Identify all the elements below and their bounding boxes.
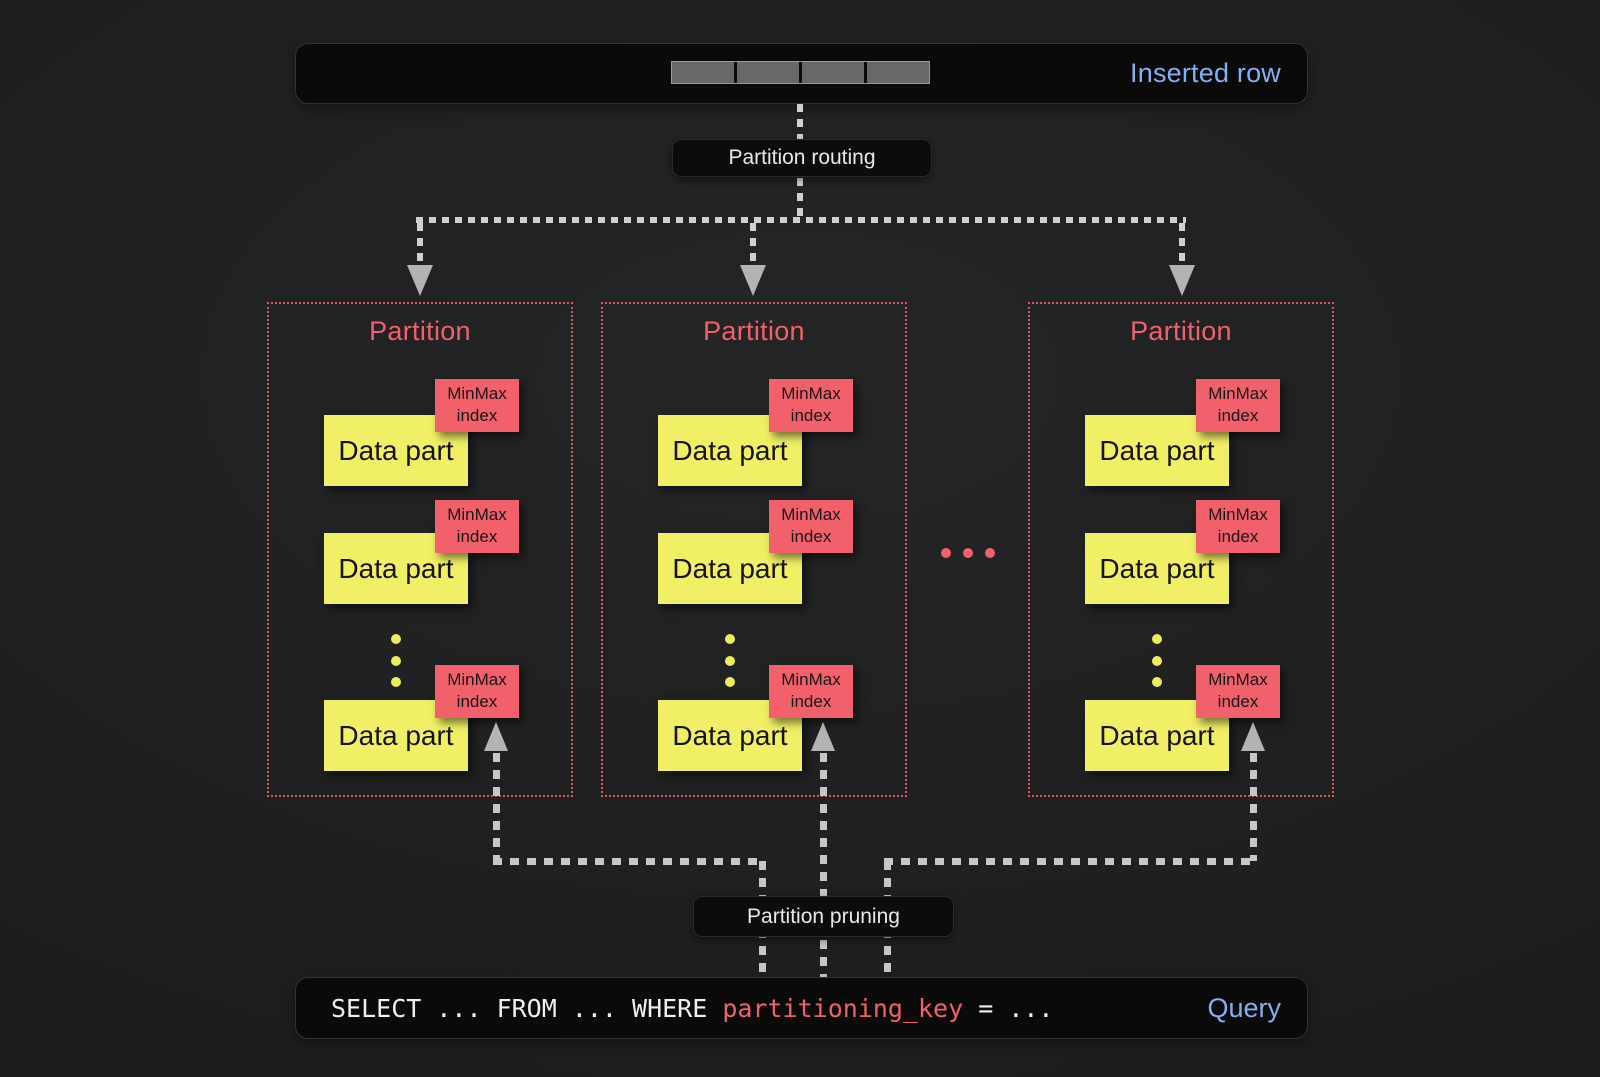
ellipsis-dot — [725, 677, 735, 687]
query-bar: SELECT ... FROM ... WHERE partitioning_k… — [295, 977, 1308, 1039]
connector-line — [1179, 223, 1185, 265]
connector-line — [493, 858, 764, 865]
query-label: Query — [1207, 992, 1281, 1023]
connector-line — [884, 858, 1257, 865]
minmax-index-tag: MinMax index — [435, 665, 519, 718]
ellipsis-dot — [1152, 634, 1162, 644]
arrow-down-icon — [740, 265, 766, 296]
minmax-index-tag: MinMax index — [769, 379, 853, 432]
connector-line — [417, 223, 423, 265]
data-part-box: Data part — [1085, 700, 1229, 771]
ellipsis-dot — [941, 548, 951, 558]
arrow-up-icon — [811, 722, 835, 751]
data-part-box: Data part — [324, 700, 468, 771]
connector-line — [820, 753, 827, 977]
query-partitioning-key: partitioning_key — [722, 993, 964, 1023]
connector-line — [797, 104, 803, 139]
minmax-index-tag: MinMax index — [1196, 665, 1280, 718]
connector-line — [797, 178, 803, 218]
minmax-index-tag: MinMax index — [1196, 379, 1280, 432]
row-segment-cell — [672, 62, 737, 83]
data-part-box: Data part — [324, 533, 468, 604]
partition-title: Partition — [703, 316, 805, 346]
ellipsis-dot — [391, 634, 401, 644]
row-segment-cell — [867, 62, 929, 83]
minmax-index-tag: MinMax index — [435, 379, 519, 432]
query-code-before: SELECT ... FROM ... WHERE — [331, 993, 723, 1023]
ellipsis-dot — [1152, 656, 1162, 666]
partition-title: Partition — [1130, 316, 1232, 346]
partition-routing-pill: Partition routing — [672, 139, 932, 177]
ellipsis-dot — [391, 656, 401, 666]
inserted-row-cells — [671, 61, 930, 84]
connector-line — [416, 217, 1186, 223]
ellipsis-dot — [391, 677, 401, 687]
partition-box: Partition MinMax index Data part MinMax … — [1028, 302, 1334, 797]
ellipsis-dot — [1152, 677, 1162, 687]
connector-line — [1250, 753, 1257, 861]
data-part-box: Data part — [1085, 533, 1229, 604]
ellipsis-dot — [725, 634, 735, 644]
partition-box: Partition MinMax index Data part MinMax … — [267, 302, 573, 797]
ellipsis-dot — [725, 656, 735, 666]
query-code: SELECT ... FROM ... WHERE partitioning_k… — [296, 994, 1053, 1023]
inserted-row-label: Inserted row — [1130, 58, 1281, 88]
partition-pruning-pill: Partition pruning — [693, 896, 954, 937]
partition-box: Partition MinMax index Data part MinMax … — [601, 302, 907, 797]
minmax-index-tag: MinMax index — [769, 500, 853, 553]
row-segment-cell — [802, 62, 867, 83]
minmax-index-tag: MinMax index — [769, 665, 853, 718]
query-code-after: = ... — [963, 993, 1054, 1023]
partition-title: Partition — [369, 316, 471, 346]
connector-line — [750, 223, 756, 265]
arrow-down-icon — [407, 265, 433, 296]
ellipsis-dot — [963, 548, 973, 558]
partition-pruning-label: Partition pruning — [747, 904, 900, 928]
partition-routing-label: Partition routing — [728, 146, 876, 169]
minmax-index-tag: MinMax index — [1196, 500, 1280, 553]
arrow-down-icon — [1169, 265, 1195, 296]
ellipsis-dot — [985, 548, 995, 558]
inserted-row-bar: Inserted row — [295, 43, 1308, 104]
arrow-up-icon — [484, 722, 508, 751]
connector-line — [493, 753, 500, 861]
arrow-up-icon — [1241, 722, 1265, 751]
minmax-index-tag: MinMax index — [435, 500, 519, 553]
row-segment-cell — [737, 62, 802, 83]
